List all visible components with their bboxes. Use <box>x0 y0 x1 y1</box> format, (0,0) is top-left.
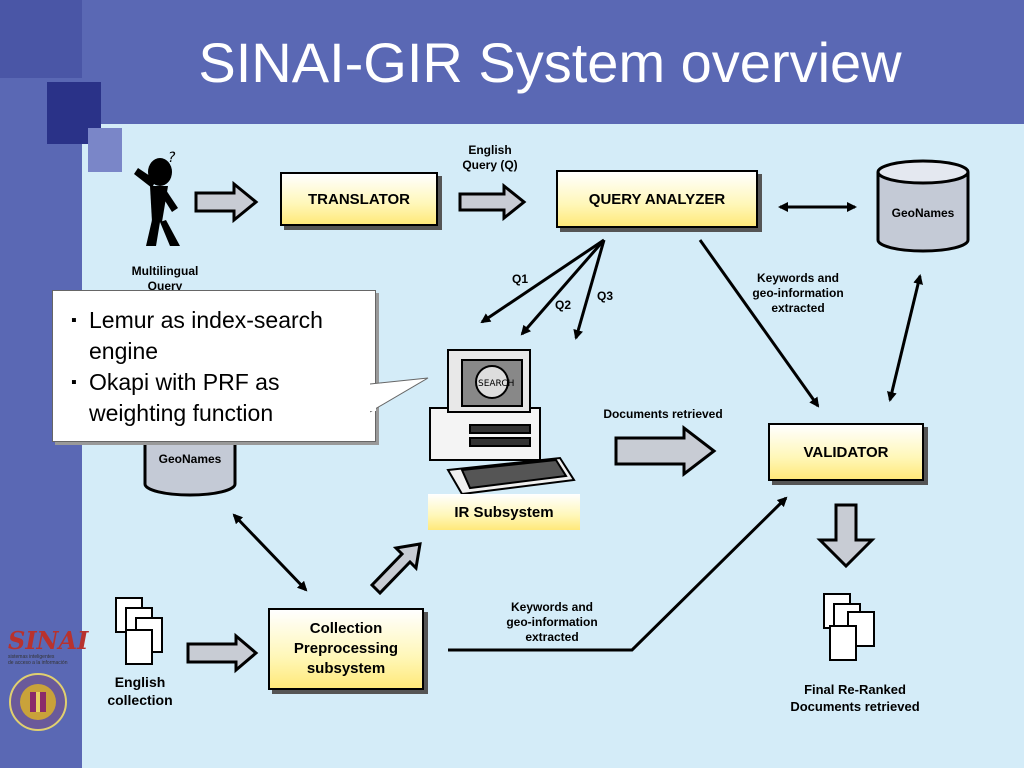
multilingual-query-label: Multilingual Query <box>110 264 220 294</box>
decor-square <box>88 128 122 172</box>
sinai-logo-text: SINAI <box>8 626 89 655</box>
callout-box: Lemur as index-search engine Okapi with … <box>52 290 376 442</box>
block-arrow-collection-to-ir <box>369 542 422 596</box>
q3-label: Q3 <box>596 289 613 303</box>
english-query-line-2: Query (Q) <box>462 158 518 172</box>
geonames-top-cylinder <box>876 159 970 253</box>
validator-label: VALIDATOR <box>803 443 889 461</box>
callout-list: Lemur as index-search engine Okapi with … <box>53 305 375 429</box>
keywords-bottom-line-2: geo-information <box>506 615 598 629</box>
translator-box: TRANSLATOR <box>280 172 438 226</box>
collection-preprocessing-line-1: Collection <box>309 620 383 637</box>
geonames-left-label: GeoNames <box>158 452 222 466</box>
ir-subsystem-label: IR Subsystem <box>454 503 554 521</box>
english-query-line-1: English <box>468 143 512 157</box>
multilingual-query-line-1: Multilingual <box>131 264 199 278</box>
english-query-label: English Query (Q) <box>440 143 540 173</box>
keywords-top-label: Keywords and geo-information extracted <box>738 271 858 316</box>
collection-preprocessing-box: Collection Preprocessing subsystem <box>268 608 424 690</box>
final-reranked-line-1: Final Re-Ranked <box>804 682 906 697</box>
sinai-logo: SINAI sistemas inteligentes de acceso a … <box>8 626 89 758</box>
callout-item: Lemur as index-search engine <box>71 305 375 367</box>
university-seal-icon <box>9 673 67 731</box>
final-reranked-line-2: Documents retrieved <box>790 699 920 714</box>
block-arrow-docs-retrieved <box>614 424 717 478</box>
header-bar <box>0 0 1024 124</box>
keywords-bottom-line-1: Keywords and <box>510 600 594 614</box>
translator-label: TRANSLATOR <box>308 190 410 208</box>
query-analyzer-box: QUERY ANALYZER <box>556 170 758 228</box>
slide-title: SINAI-GIR System overview <box>198 31 902 94</box>
sinai-logo-subtext-1: sistemas inteligentes <box>8 654 55 660</box>
keywords-bottom-label: Keywords and geo-information extracted <box>492 600 612 645</box>
documents-final-icon <box>823 593 875 661</box>
block-arrow-translator-to-analyzer <box>458 182 527 222</box>
documents-collection-icon <box>115 597 163 665</box>
keywords-top-line-2: geo-information <box>752 286 844 300</box>
geonames-top-label: GeoNames <box>891 206 955 220</box>
q2-label: Q2 <box>554 298 571 312</box>
computer-icon: SEARCH <box>429 349 576 496</box>
english-collection-line-2: collection <box>107 692 173 708</box>
block-arrow-collection-in <box>186 632 259 674</box>
callout-item: Okapi with PRF as weighting function <box>71 367 375 429</box>
final-reranked-label: Final Re-Ranked Documents retrieved <box>770 681 940 715</box>
thinking-person-icon: ? <box>134 150 180 246</box>
geonames-left-cylinder <box>143 430 237 497</box>
query-analyzer-label: QUERY ANALYZER <box>588 190 726 208</box>
collection-preprocessing-line-3: subsystem <box>306 660 386 677</box>
decor-square <box>0 0 82 78</box>
keywords-bottom-line-3: extracted <box>525 630 579 644</box>
keywords-top-line-1: Keywords and <box>756 271 840 285</box>
english-collection-label: English collection <box>90 673 190 709</box>
block-arrow-validator-down <box>816 503 876 569</box>
left-bar <box>0 124 82 768</box>
block-arrow-query-to-translator <box>194 180 259 224</box>
collection-preprocessing-line-2: Preprocessing <box>293 640 399 657</box>
callout-tail <box>370 377 429 413</box>
documents-retrieved-label: Documents retrieved <box>603 407 723 421</box>
english-collection-line-1: English <box>114 674 166 690</box>
validator-box: VALIDATOR <box>768 423 924 481</box>
svg-text:SEARCH: SEARCH <box>478 379 514 389</box>
keywords-top-line-3: extracted <box>771 301 825 315</box>
q1-label: Q1 <box>511 272 528 286</box>
svg-text:?: ? <box>168 150 176 166</box>
multilingual-query-line-2: Query <box>147 279 183 293</box>
sinai-logo-subtext-2: de acceso a la información <box>8 660 68 666</box>
ir-subsystem-box: IR Subsystem <box>428 494 580 530</box>
